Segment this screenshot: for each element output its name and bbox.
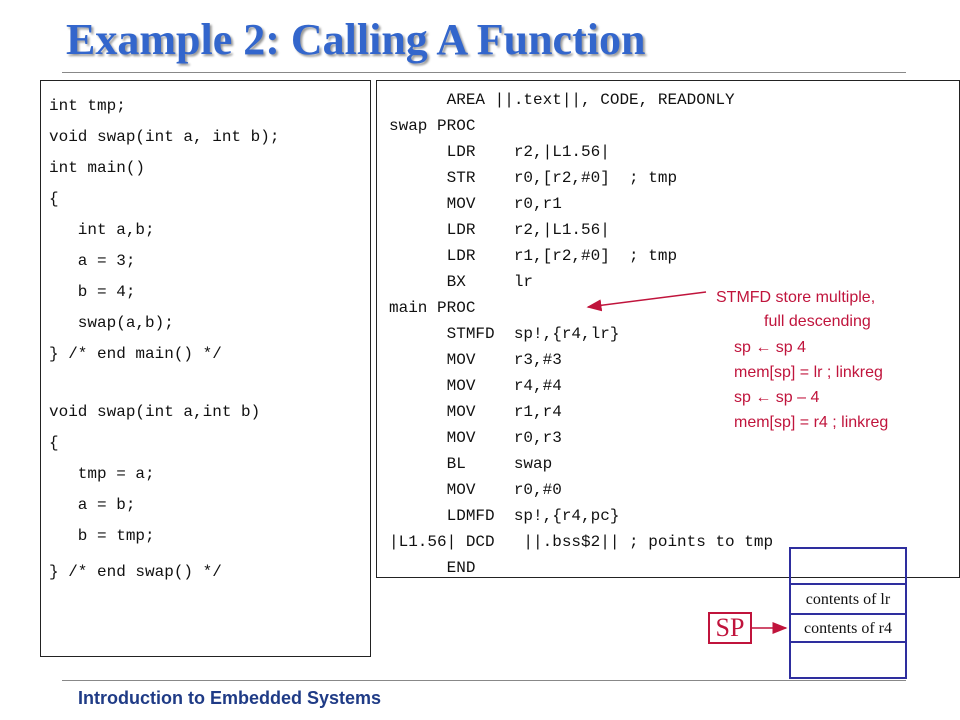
asm-code-line: MOV r1,r4 (389, 403, 562, 421)
stack-cell-empty-bottom (789, 643, 907, 679)
asm-code-line: LDR r2,|L1.56| (389, 143, 610, 161)
annotation-step: sp ← sp 4 (734, 339, 807, 356)
c-code-line: b = 4; (49, 283, 136, 301)
asm-code-line: LDMFD sp!,{r4,pc} (389, 507, 620, 525)
asm-code-line: BL swap (389, 455, 553, 473)
c-code-line: { (49, 434, 59, 452)
asm-code-line: LDR r2,|L1.56| (389, 221, 610, 239)
stack-cell-r4-label: contents of r4 (804, 620, 892, 637)
asm-code-line: swap PROC (389, 117, 476, 135)
c-code-line: } /* end main() */ (49, 345, 222, 363)
c-code-line: b = tmp; (49, 527, 155, 545)
stack-cell-lr-label: contents of lr (805, 591, 891, 608)
asm-code-box: AREA ||.text||, CODE, READONLY swap PROC… (376, 80, 960, 578)
c-code-line: a = b; (49, 496, 136, 514)
c-code-line: void swap(int a, int b); (49, 128, 280, 146)
annotation-heading: STMFD store multiple, (716, 289, 876, 306)
stack-cell-lr: contents of lr (789, 583, 907, 613)
asm-code-line: STMFD sp!,{r4,lr} (389, 325, 620, 343)
stack-cell-empty (789, 547, 907, 583)
footer-divider (62, 680, 906, 681)
asm-code-line: |L1.56| DCD ||.bss$2|| ; points to tmp (389, 533, 774, 551)
asm-code-line: MOV r4,#4 (389, 377, 562, 395)
asm-code-line: STR r0,[r2,#0] ; tmp (389, 169, 678, 187)
annotation-step: mem[sp] = r4 ; linkreg (734, 414, 889, 431)
c-code-line: swap(a,b); (49, 314, 174, 332)
c-code-line: int tmp; (49, 97, 126, 115)
asm-code-line: END (389, 559, 476, 577)
footer-text: Introduction to Embedded Systems (78, 688, 382, 708)
annotation-step: mem[sp] = lr ; linkreg (734, 364, 883, 381)
asm-code-line: MOV r0,r3 (389, 429, 562, 447)
sp-label: SP (708, 612, 752, 644)
asm-code-line: MOV r0,r1 (389, 195, 562, 213)
c-code-line: void swap(int a,int b) (49, 403, 261, 421)
asm-code-line: AREA ||.text||, CODE, READONLY (389, 91, 735, 109)
asm-code-line: BX lr (389, 273, 534, 291)
c-code-line: { (49, 190, 59, 208)
slide-title: Example 2: Calling A Function (66, 15, 646, 64)
c-code-line: int main() (49, 159, 146, 177)
asm-code-line: MOV r3,#3 (389, 351, 562, 369)
annotation-subheading: full descending (764, 313, 871, 330)
asm-code-line: LDR r1,[r2,#0] ; tmp (389, 247, 678, 265)
c-code-line: } /* end swap() */ (49, 563, 222, 581)
c-code-line: a = 3; (49, 252, 136, 270)
title-divider (62, 72, 906, 73)
asm-code-line: main PROC (389, 299, 476, 317)
c-code-line: tmp = a; (49, 465, 155, 483)
c-code-box: int tmp; void swap(int a, int b); int ma… (40, 80, 371, 657)
annotation-step: sp ← sp – 4 (734, 389, 820, 406)
asm-code-line: MOV r0,#0 (389, 481, 562, 499)
c-code-line: int a,b; (49, 221, 155, 239)
stack-cell-r4: contents of r4 (789, 613, 907, 643)
